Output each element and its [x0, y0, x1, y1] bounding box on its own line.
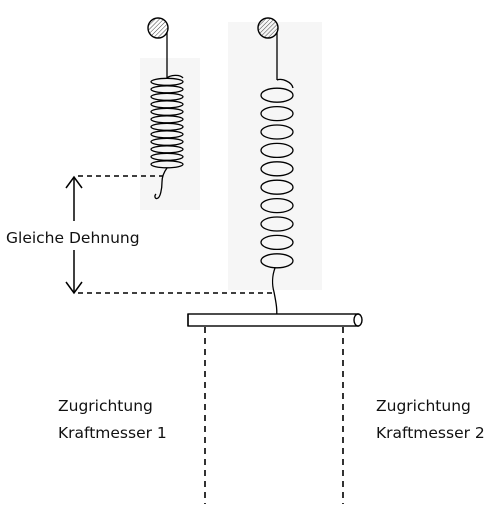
short-spring	[150, 32, 184, 200]
long-spring-backdrop	[228, 22, 322, 290]
short-spring-backdrop	[140, 58, 200, 210]
direction-right-title: Zugrichtung	[376, 397, 471, 415]
direction-left-meter: Kraftmesser 1	[58, 424, 167, 442]
right-anchor-icon	[257, 17, 279, 39]
long-spring	[260, 32, 294, 326]
direction-left-title: Zugrichtung	[58, 397, 153, 415]
connecting-bar	[187, 313, 363, 327]
stretch-label: Gleiche Dehnung	[6, 229, 140, 247]
stretch-double-arrow	[65, 175, 83, 295]
left-anchor-icon	[147, 17, 169, 39]
direction-right-meter: Kraftmesser 2	[376, 424, 485, 442]
